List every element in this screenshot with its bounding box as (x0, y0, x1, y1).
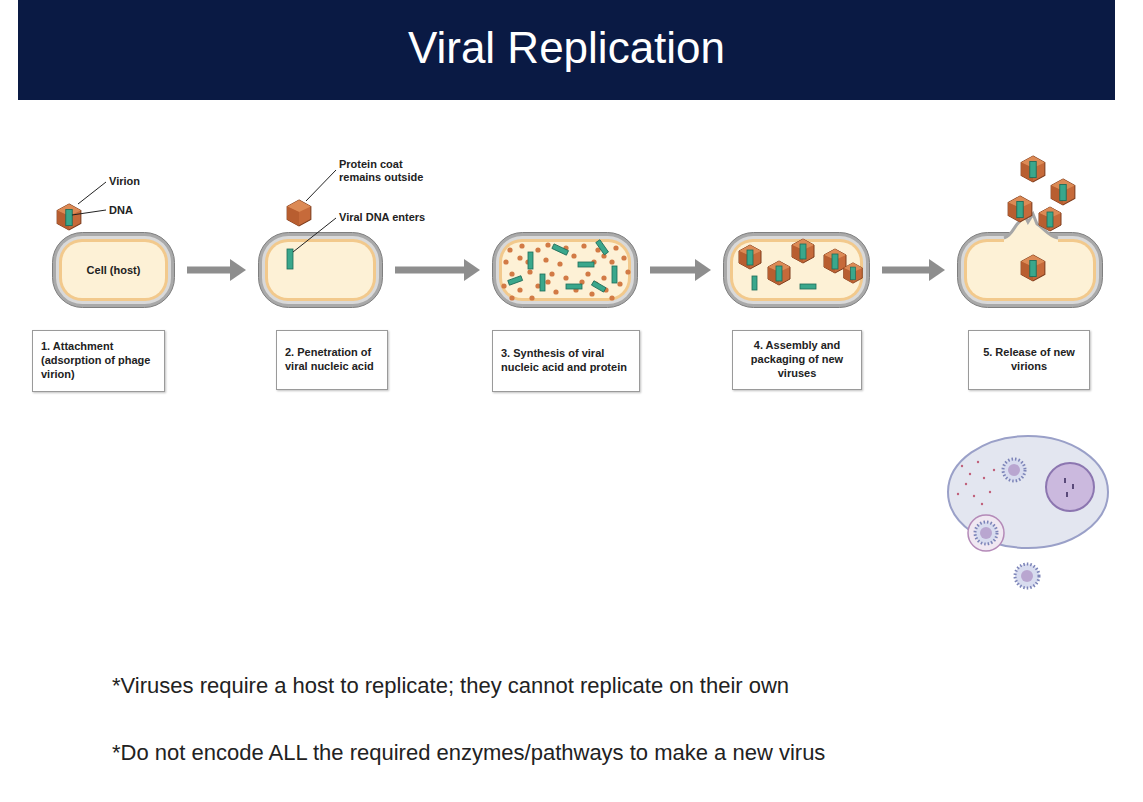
callout-label: DNA (109, 204, 169, 217)
step-caption-box: 4. Assembly and packaging of new viruses (732, 330, 862, 390)
step-caption: 2. Penetration of viral nucleic acid (285, 346, 379, 374)
leader-line (306, 170, 336, 201)
cell-outline (258, 232, 383, 308)
step-caption-box: 3. Synthesis of viral nucleic acid and p… (492, 330, 640, 392)
step-caption: 3. Synthesis of viral nucleic acid and p… (501, 347, 631, 375)
process-arrow (882, 259, 945, 281)
callout-label: Protein coat remains outside (339, 158, 431, 184)
title-band: Viral Replication (18, 0, 1115, 100)
empty-capsid (287, 200, 311, 226)
callout-label: Virion (109, 175, 189, 188)
step-caption-box: 1. Attachment (adsorption of phage virio… (32, 330, 165, 392)
process-arrow (650, 259, 711, 281)
cell-outline (723, 232, 870, 308)
phage-virion (57, 204, 81, 230)
host-cell: 2. Penetration of viral nucleic acid (258, 232, 383, 308)
step-caption-box: 2. Penetration of viral nucleic acid (276, 330, 388, 390)
cell-outline (492, 232, 638, 308)
host-cell: Cell (host)1. Attachment (adsorption of … (52, 232, 175, 308)
process-arrow (395, 259, 480, 281)
cell-label: Cell (host) (52, 232, 175, 308)
host-cell: 5. Release of new virions (957, 232, 1103, 308)
leader-line (72, 210, 106, 215)
step-caption: 1. Attachment (adsorption of phage virio… (41, 340, 156, 381)
process-arrow (187, 259, 246, 281)
note-text: *Do not encode ALL the required enzymes/… (112, 740, 1072, 766)
leader-line (78, 182, 106, 204)
step-caption-box: 5. Release of new virions (968, 330, 1090, 390)
host-cell: 3. Synthesis of viral nucleic acid and p… (492, 232, 638, 308)
note-text: *Viruses require a host to replicate; th… (112, 673, 1072, 699)
protein-dots (501, 242, 630, 300)
host-cell: 4. Assembly and packaging of new viruses (723, 232, 870, 308)
step-caption: 5. Release of new virions (977, 346, 1081, 374)
callout-label: Viral DNA enters (339, 211, 459, 224)
step-caption: 4. Assembly and packaging of new viruses (741, 339, 853, 380)
cell-outline (957, 232, 1103, 308)
animal-cell (948, 436, 1108, 588)
